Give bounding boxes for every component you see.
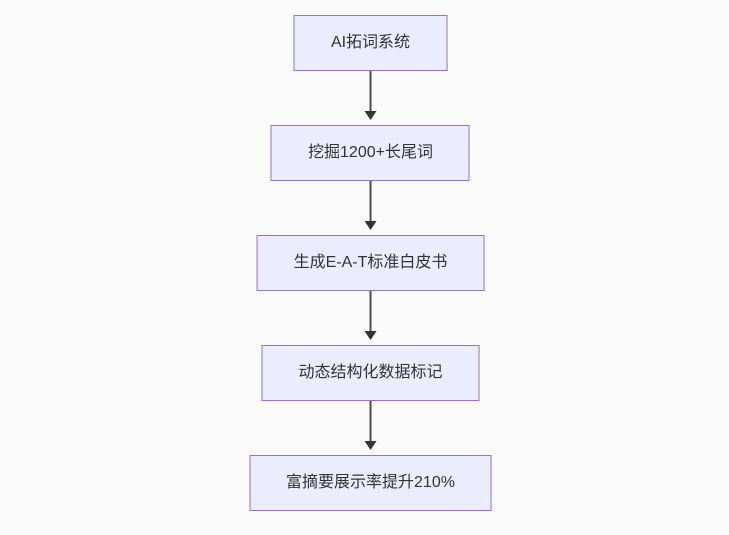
flowchart-node-rich-snippet-result: 富摘要展示率提升210% xyxy=(249,455,492,511)
arrow-line xyxy=(369,291,372,332)
flowchart-arrow xyxy=(364,181,377,235)
flowchart-arrow xyxy=(364,401,377,455)
flowchart-node-structured-data: 动态结构化数据标记 xyxy=(261,345,480,401)
arrow-head-icon xyxy=(364,331,377,340)
flowchart-arrow xyxy=(364,71,377,125)
arrow-head-icon xyxy=(364,111,377,120)
arrow-line xyxy=(369,401,372,442)
arrow-head-icon xyxy=(364,221,377,230)
flowchart-node-eat-whitepaper: 生成E-A-T标准白皮书 xyxy=(256,235,485,291)
arrow-head-icon xyxy=(364,441,377,450)
flowchart-node-ai-system: AI拓词系统 xyxy=(293,15,448,71)
flowchart-arrow xyxy=(364,291,377,345)
arrow-line xyxy=(369,71,372,112)
flowchart: AI拓词系统 挖掘1200+长尾词 生成E-A-T标准白皮书 动态结构化数据标记… xyxy=(249,15,492,511)
flowchart-node-longtail-words: 挖掘1200+长尾词 xyxy=(271,125,470,181)
arrow-line xyxy=(369,181,372,222)
